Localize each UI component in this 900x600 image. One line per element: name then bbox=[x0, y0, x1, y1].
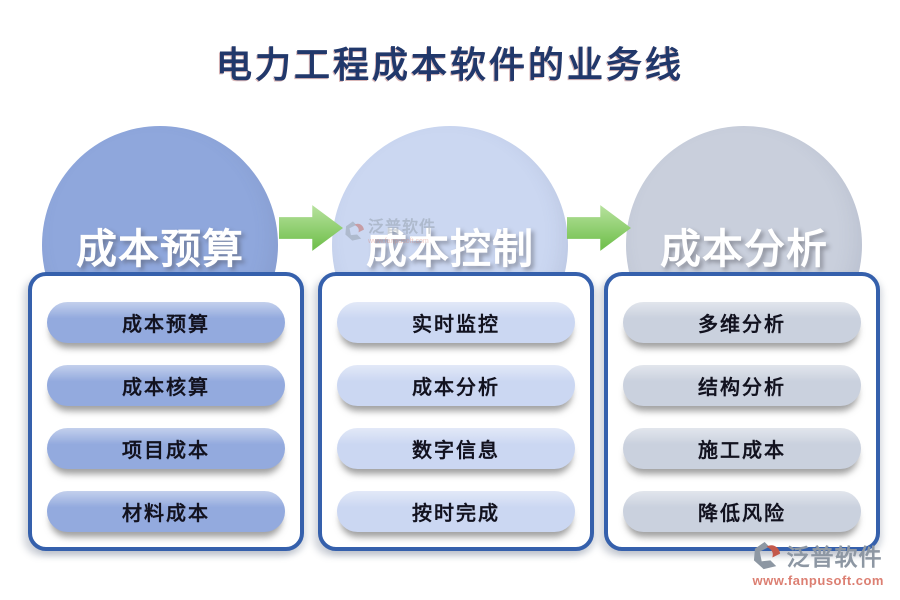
list-item: 按时完成 bbox=[337, 491, 575, 532]
stage-circle-label: 成本控制 bbox=[366, 226, 534, 272]
watermark-url: www.fanpusoft.com bbox=[368, 238, 429, 245]
list-item: 数字信息 bbox=[337, 428, 575, 469]
stage-circle-label: 成本预算 bbox=[76, 226, 244, 272]
list-item: 材料成本 bbox=[47, 491, 285, 532]
panel-cost-budget: 成本预算 成本核算 项目成本 材料成本 bbox=[28, 272, 304, 551]
list-item: 实时监控 bbox=[337, 302, 575, 343]
list-item: 降低风险 bbox=[623, 491, 861, 532]
list-item: 结构分析 bbox=[623, 365, 861, 406]
list-item: 多维分析 bbox=[623, 302, 861, 343]
fanpu-brand-logo: 泛普软件 www.fanpusoft.com bbox=[752, 538, 884, 588]
arrow-right-icon bbox=[567, 205, 631, 251]
fanpu-watermark: 泛普软件 www.fanpusoft.com bbox=[344, 220, 436, 245]
list-item: 成本分析 bbox=[337, 365, 575, 406]
page-title: 电力工程成本软件的业务线 bbox=[215, 45, 684, 85]
stage-circle-label: 成本分析 bbox=[660, 226, 828, 272]
brand-name: 泛普软件 bbox=[786, 545, 883, 570]
list-item: 成本核算 bbox=[47, 365, 285, 406]
list-item: 项目成本 bbox=[47, 428, 285, 469]
brand-url: www.fanpusoft.com bbox=[752, 573, 884, 588]
watermark-text: 泛普软件 bbox=[368, 219, 437, 236]
panel-cost-control: 实时监控 成本分析 数字信息 按时完成 bbox=[318, 272, 594, 551]
list-item: 施工成本 bbox=[623, 428, 861, 469]
fanpu-logo-icon bbox=[754, 541, 781, 569]
panel-cost-analysis: 多维分析 结构分析 施工成本 降低风险 bbox=[604, 272, 880, 551]
list-item: 成本预算 bbox=[47, 302, 285, 343]
fanpu-logo-icon bbox=[345, 221, 364, 241]
